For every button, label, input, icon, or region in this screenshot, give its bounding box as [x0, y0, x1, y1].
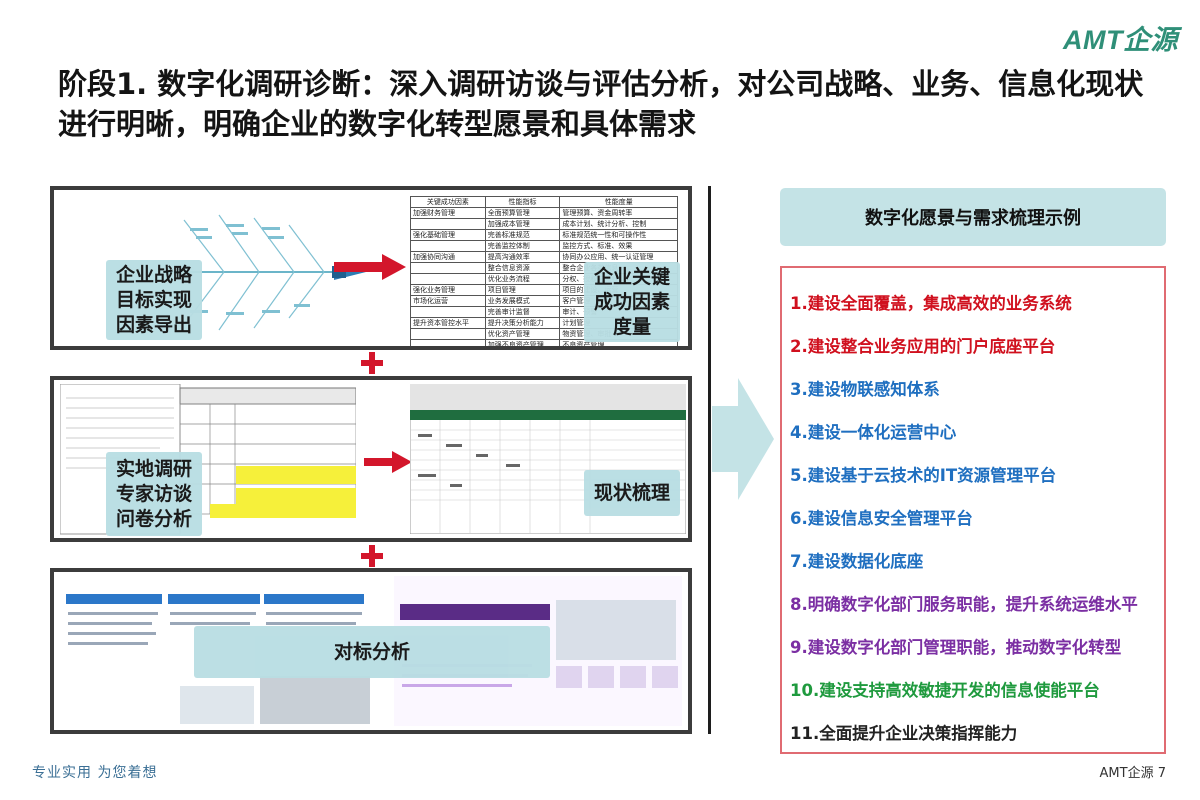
- status-review-label: 现状梳理: [584, 470, 680, 516]
- table-row: 完善监控体制监控方式、标准、效果: [410, 240, 678, 252]
- panel-strategy: 企业战略 目标实现 因素导出 关键成功因素 性能指标 性能度量 加强财务管理全面…: [50, 186, 692, 350]
- table-cell: [410, 273, 486, 285]
- table-cell: 加强协同沟通: [410, 251, 486, 263]
- table-cell: [410, 218, 486, 230]
- table-cell: 协同办公应用、统一认证管理: [559, 251, 678, 263]
- table-cell: 标准规范统一性和可操作性: [559, 229, 678, 241]
- vision-header: 数字化愿景与需求梳理示例: [780, 188, 1166, 246]
- table-cell: 全面预算管理: [484, 207, 561, 219]
- list-item: 9.建设数字化部门管理职能，推动数字化转型: [790, 638, 1122, 657]
- table-cell: 完善标准规范: [484, 229, 561, 241]
- field-research-label: 实地调研 专家访谈 问卷分析: [106, 452, 202, 536]
- table-cell: [410, 262, 486, 274]
- red-arrow-icon: [334, 254, 406, 280]
- table-row: 加强协同沟通提高沟通效率协同办公应用、统一认证管理: [410, 251, 678, 263]
- vision-list: 1.建设全面覆盖，集成高效的业务系统 2.建设整合业务应用的门户底座平台 3.建…: [780, 266, 1166, 754]
- list-item: 11.全面提升企业决策指挥能力: [790, 724, 1018, 743]
- table-cell: 完善审计监督: [484, 306, 561, 318]
- table-cell: 整合信息资源: [484, 262, 561, 274]
- table-cell: 加强不良资产管理: [484, 339, 561, 346]
- panel-benchmark: 对标分析: [50, 568, 692, 734]
- table-row: 加强财务管理全面预算管理管理预算、资金周转率: [410, 207, 678, 219]
- brand-logo: AMT企源: [1063, 25, 1178, 55]
- table-row: 加强成本管理成本计划、统计分析、控制: [410, 218, 678, 230]
- table-cell: 管理预算、资金周转率: [559, 207, 678, 219]
- table-cell: 加强财务管理: [410, 207, 486, 219]
- survey-document-thumbnail: [60, 384, 356, 535]
- list-item: 2.建设整合业务应用的门户底座平台: [790, 337, 1056, 356]
- table-cell: 成本计划、统计分析、控制: [559, 218, 678, 230]
- strategy-factor-label: 企业战略 目标实现 因素导出: [106, 260, 202, 340]
- footer-slogan: 专业实用 为您着想: [32, 765, 158, 781]
- kpi-header: 性能指标: [484, 196, 561, 208]
- table-cell: [410, 328, 486, 340]
- list-item: 4.建设一体化运营中心: [790, 423, 957, 442]
- table-cell: 业务发展模式: [484, 295, 561, 307]
- list-item: 3.建设物联感知体系: [790, 380, 940, 399]
- plus-icon: [361, 545, 383, 567]
- table-cell: [410, 306, 486, 318]
- panel-research: 实地调研 专家访谈 问卷分析 现状梳理: [50, 376, 692, 542]
- table-cell: 强化业务管理: [410, 284, 486, 296]
- kpi-header: 性能度量: [559, 196, 678, 208]
- plus-icon: [361, 352, 383, 374]
- red-arrow-icon: [364, 451, 412, 473]
- table-cell: 强化基础管理: [410, 229, 486, 241]
- table-cell: 市场化运营: [410, 295, 486, 307]
- table-cell: 监控方式、标准、效果: [559, 240, 678, 252]
- table-cell: 项目管理: [484, 284, 561, 296]
- list-item: 8.明确数字化部门服务职能，提升系统运维水平: [790, 595, 1138, 614]
- table-cell: 优化资产管理: [484, 328, 561, 340]
- divider: [708, 186, 711, 734]
- table-cell: 加强成本管理: [484, 218, 561, 230]
- kpi-measure-label: 企业关键 成功因素 度量: [584, 262, 680, 342]
- benchmark-label: 对标分析: [194, 626, 550, 678]
- table-row: 强化基础管理完善标准规范标准规范统一性和可操作性: [410, 229, 678, 241]
- list-item: 6.建设信息安全管理平台: [790, 509, 973, 528]
- list-item: 10.建设支持高效敏捷开发的信息使能平台: [790, 681, 1100, 700]
- table-cell: [410, 339, 486, 346]
- table-cell: 提升决策分析能力: [484, 317, 561, 329]
- big-arrow-icon: [712, 378, 774, 500]
- list-item: 1.建设全面覆盖，集成高效的业务系统: [790, 294, 1072, 313]
- page-number: AMT企源 7: [1099, 766, 1166, 781]
- kpi-header: 关键成功因素: [410, 196, 486, 208]
- table-cell: 提升资本管控水平: [410, 317, 486, 329]
- table-cell: 完善监控体制: [484, 240, 561, 252]
- table-cell: 优化业务流程: [484, 273, 561, 285]
- list-item: 5.建设基于云技术的IT资源管理平台: [790, 466, 1057, 485]
- list-item: 7.建设数据化底座: [790, 552, 924, 571]
- table-cell: 提高沟通效率: [484, 251, 561, 263]
- page-title: 阶段1. 数字化调研诊断：深入调研访谈与评估分析，对公司战略、业务、信息化现状进…: [58, 67, 1144, 141]
- table-cell: [410, 240, 486, 252]
